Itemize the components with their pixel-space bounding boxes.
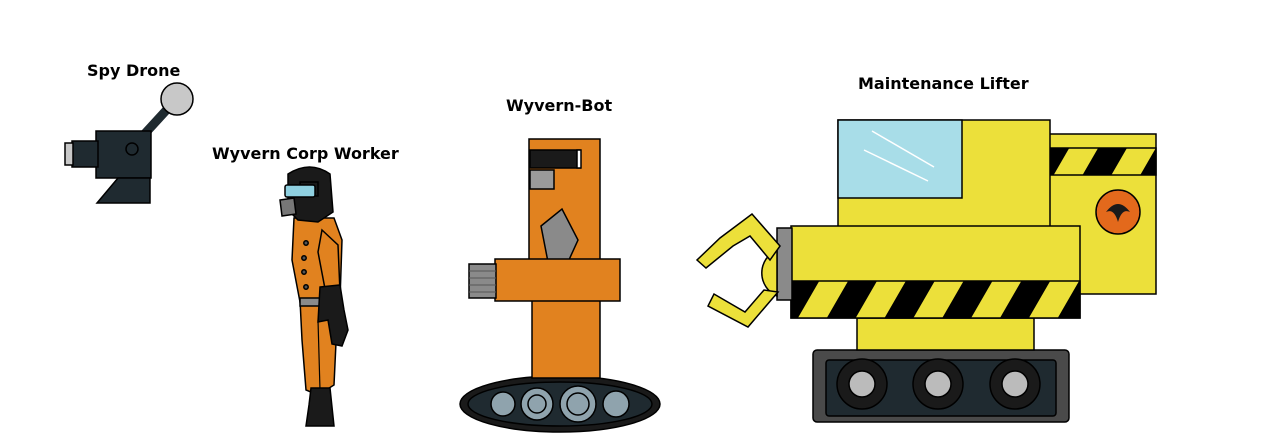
- bot-screen: [529, 149, 581, 169]
- drone-lens: [64, 142, 74, 166]
- spy-drone: [64, 82, 194, 204]
- worker-glove: [317, 284, 349, 347]
- maintenance-lifter: [695, 119, 1157, 423]
- bot-lower-body: [531, 299, 601, 379]
- maintenance-lifter-label: Maintenance Lifter: [858, 74, 1029, 93]
- wyvern-bot-label: Wyvern-Bot: [506, 96, 613, 115]
- drone-sensor-ball: [160, 82, 194, 116]
- drone-lens-housing: [71, 140, 99, 168]
- bot-speaker: [529, 169, 555, 190]
- lifter-claw-lower: [707, 289, 780, 328]
- lifter-hazard-stripe: [790, 280, 1081, 319]
- bot-arm-panel: [540, 207, 579, 263]
- worker-label: Wyvern Corp Worker: [212, 144, 399, 163]
- wyvern-bot: [459, 138, 661, 433]
- lifter-window: [837, 119, 963, 199]
- drone-body: [95, 130, 152, 179]
- bot-mid-band: [494, 258, 621, 302]
- worker-boots: [305, 387, 335, 427]
- bot-wheel: [602, 390, 630, 418]
- lifter-claw-upper: [695, 212, 781, 269]
- wyvern-worker: [279, 166, 349, 427]
- bot-wheel: [490, 391, 516, 417]
- worker-visor: [284, 184, 316, 198]
- spy-drone-label: Spy Drone: [87, 61, 181, 80]
- drone-base: [95, 177, 151, 204]
- drone-joint: [125, 142, 139, 156]
- worker-respirator: [279, 197, 297, 217]
- bot-vent: [468, 263, 497, 299]
- lifter-arm-joint: [776, 227, 793, 301]
